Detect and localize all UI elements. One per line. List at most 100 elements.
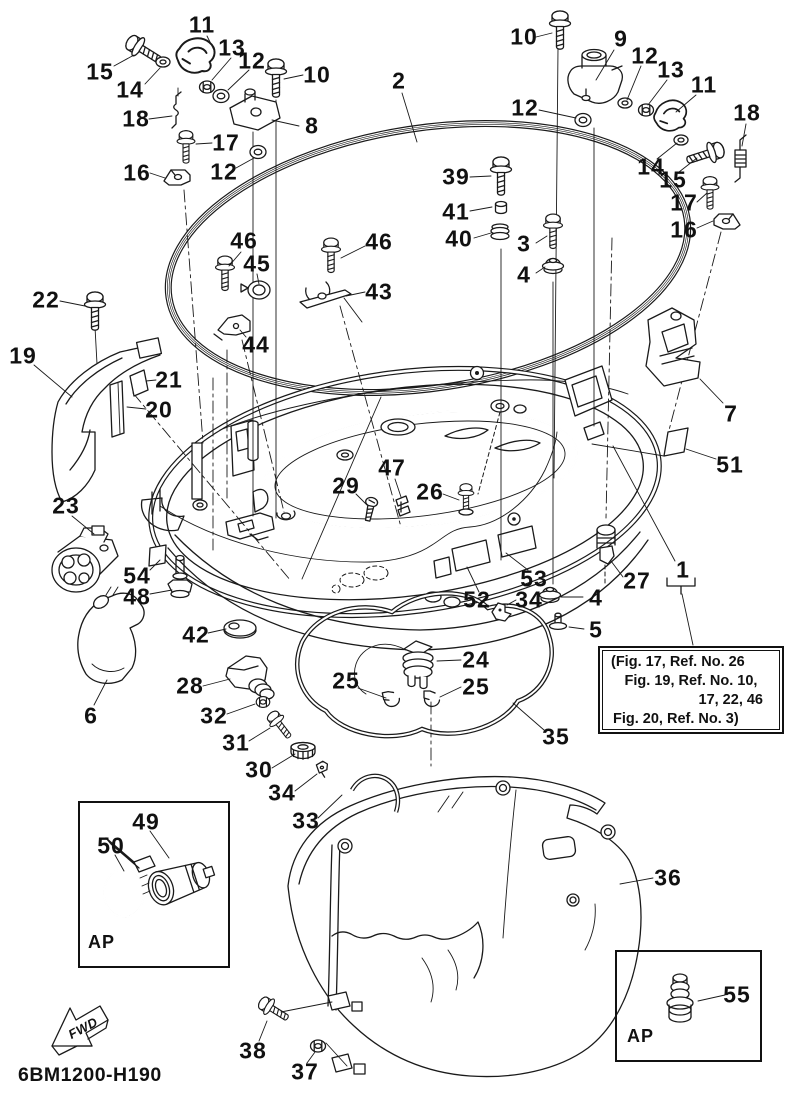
elbow-28 — [225, 655, 275, 700]
bolt-26 — [457, 483, 475, 516]
grommet-45 — [240, 280, 271, 300]
bracket-44 — [213, 314, 251, 341]
callout-13: 13 — [657, 56, 685, 83]
ref-line-2: Fig. 19, Ref. No. 10, — [624, 673, 758, 689]
clip-25-left — [381, 688, 402, 709]
bracket-16-right — [713, 213, 741, 230]
callout-7: 7 — [724, 400, 738, 427]
callout-49: 49 — [132, 808, 160, 835]
sticker-51 — [663, 427, 689, 457]
washer-14-left — [155, 56, 171, 68]
callout-46: 46 — [230, 227, 258, 254]
bolt-46-left — [214, 255, 236, 292]
cover-6 — [77, 586, 145, 685]
bolt-31 — [263, 707, 297, 743]
clamp-50 — [103, 837, 156, 918]
clamp-11-left — [175, 37, 216, 74]
grommet-12-right-b — [574, 112, 592, 128]
callout-10: 10 — [510, 23, 538, 50]
callout-40: 40 — [445, 225, 473, 252]
callout-33: 33 — [292, 807, 320, 834]
callout-16: 16 — [670, 216, 698, 243]
callout-50: 50 — [97, 832, 125, 859]
callout-22: 22 — [32, 286, 60, 313]
grommet-42 — [223, 619, 257, 639]
callout-19: 19 — [9, 342, 37, 369]
callout-46: 46 — [365, 228, 393, 255]
ref-line-1: (Fig. 17, Ref. No. 26 — [611, 654, 745, 670]
washer-12-right — [617, 97, 633, 109]
callout-4: 4 — [589, 584, 603, 611]
callout-23: 23 — [52, 492, 80, 519]
ap-box-right — [615, 950, 762, 1062]
callout-16: 16 — [123, 159, 151, 186]
nut-13-right — [637, 103, 655, 117]
callout-17: 17 — [670, 189, 698, 216]
clip-25-right — [423, 690, 441, 708]
spring-18-right — [734, 134, 747, 183]
bolt-17-right — [700, 176, 720, 210]
ap-label-left: AP — [88, 932, 116, 952]
nut-32 — [255, 696, 271, 708]
callout-44: 44 — [242, 331, 270, 358]
bolt-15-right — [683, 137, 728, 172]
callout-51: 51 — [716, 451, 744, 478]
ref-line-3: 17, 22, 46 — [698, 692, 764, 708]
clamp-43 — [299, 281, 363, 323]
callout-26: 26 — [416, 478, 444, 505]
callout-36: 36 — [654, 864, 682, 891]
sleeve-49 — [147, 861, 216, 906]
callout-11: 11 — [690, 71, 718, 98]
callout-14: 14 — [637, 153, 665, 180]
bolt-10-left — [264, 58, 288, 98]
callout-12: 12 — [511, 94, 539, 121]
callout-4: 4 — [517, 261, 531, 288]
callout-28: 28 — [176, 672, 204, 699]
spring-18-left — [171, 91, 182, 129]
callout-18: 18 — [122, 105, 150, 132]
collar-41 — [494, 200, 508, 215]
callout-31: 31 — [222, 729, 250, 756]
reference-note-box: (Fig. 17, Ref. No. 26 Fig. 19, Ref. No. … — [598, 646, 784, 734]
part-code: 6BM1200-H190 — [18, 1064, 162, 1086]
nut-13-left — [198, 80, 216, 94]
callout-8: 8 — [305, 112, 319, 139]
callout-43: 43 — [365, 278, 393, 305]
bolt-22 — [83, 291, 107, 331]
screw-29 — [361, 495, 380, 523]
clamp-11-right — [650, 96, 691, 135]
callout-30: 30 — [245, 756, 273, 783]
bolt-10-right — [548, 10, 572, 50]
bolt-46-right — [320, 237, 342, 274]
callout-15: 15 — [86, 58, 114, 85]
bolt-3 — [542, 213, 564, 250]
callout-34: 34 — [268, 779, 296, 806]
ref-line-4: Fig. 20, Ref. No. 3) — [613, 711, 739, 727]
bolt-38 — [254, 992, 293, 1027]
fwd-arrow-icon — [51, 1005, 109, 1056]
bolt-17-left — [176, 130, 196, 164]
hose-33 — [350, 773, 401, 813]
leader-lines — [33, 32, 747, 1067]
drain-plug-48 — [167, 554, 193, 599]
seal-rubber-2 — [164, 120, 692, 396]
hole-cover-19 — [51, 337, 163, 503]
callout-10: 10 — [303, 61, 331, 88]
callout-32: 32 — [200, 702, 228, 729]
callout-15: 15 — [659, 166, 687, 193]
callout-18: 18 — [733, 99, 761, 126]
callout-12: 12 — [631, 42, 659, 69]
callout-9: 9 — [614, 25, 628, 52]
clamp-47 — [395, 495, 411, 517]
callout-11: 11 — [188, 11, 216, 38]
plate-54 — [148, 544, 167, 567]
callout-13: 13 — [218, 34, 246, 61]
callout-6: 6 — [84, 702, 98, 729]
damper-20-21 — [109, 369, 149, 438]
grommet-4-upper — [541, 257, 565, 275]
callout-52: 52 — [463, 586, 491, 613]
callout-39: 39 — [442, 163, 470, 190]
callout-27: 27 — [623, 567, 651, 594]
fitting-9 — [567, 48, 624, 104]
callout-38: 38 — [239, 1037, 267, 1064]
